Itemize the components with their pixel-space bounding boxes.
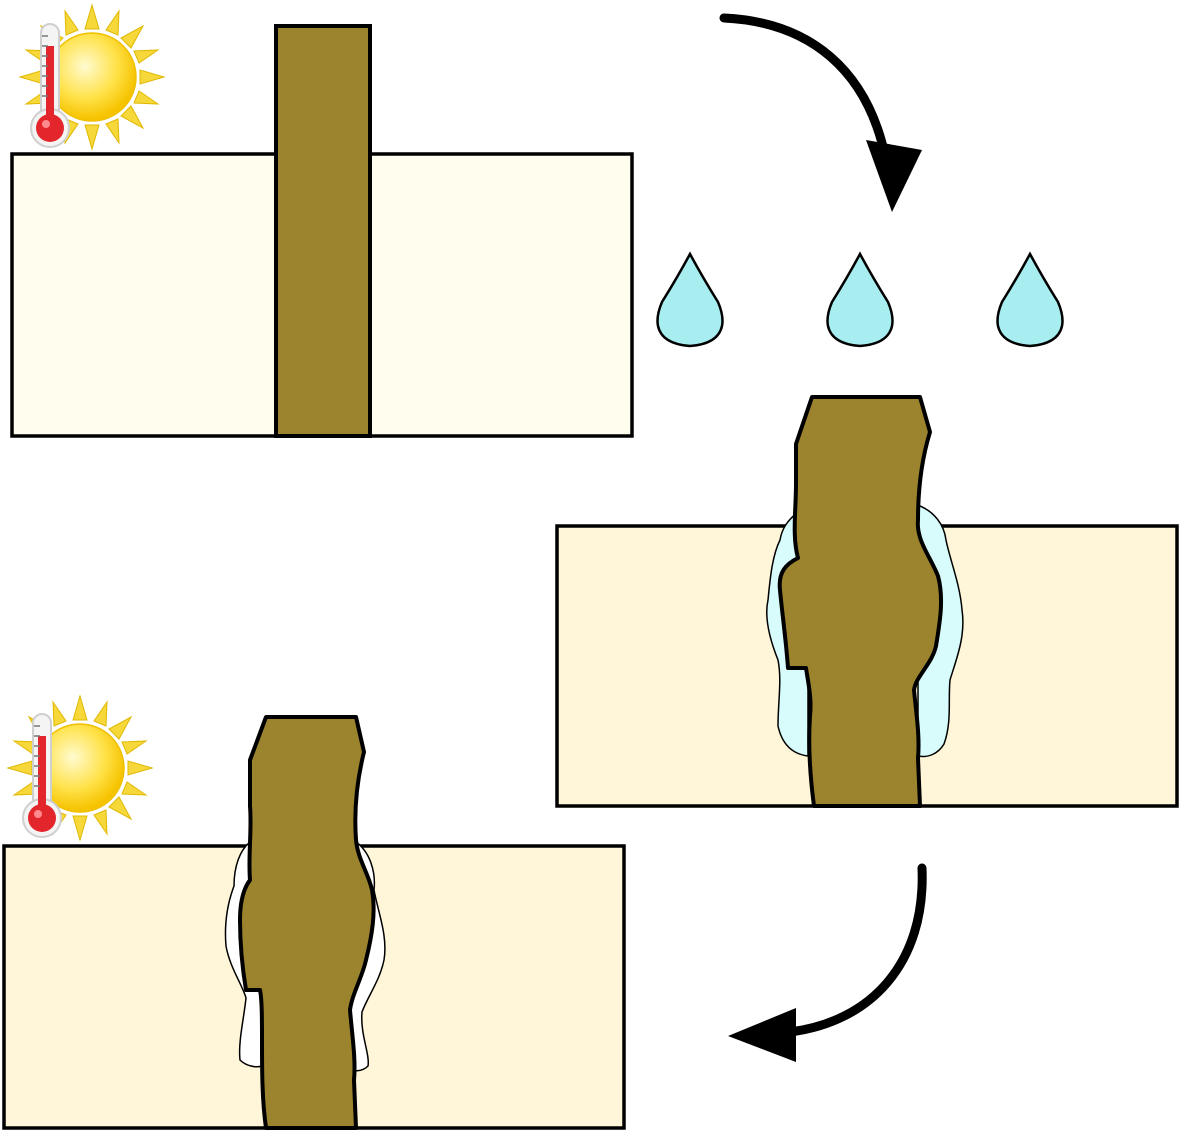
stage-1-dry	[10, 4, 634, 438]
stake-1	[274, 24, 372, 438]
stage-2-wet	[555, 395, 1179, 808]
arrow-icon	[728, 863, 927, 1062]
water-drop-icon	[826, 252, 894, 348]
water-drop-icon	[656, 252, 724, 348]
stage-3-dry	[2, 695, 626, 1130]
stake-3	[238, 715, 376, 1130]
water-drops	[656, 252, 1064, 348]
arrow-icon	[719, 13, 922, 212]
water-drop-icon	[996, 252, 1064, 348]
stake-2	[777, 395, 944, 808]
